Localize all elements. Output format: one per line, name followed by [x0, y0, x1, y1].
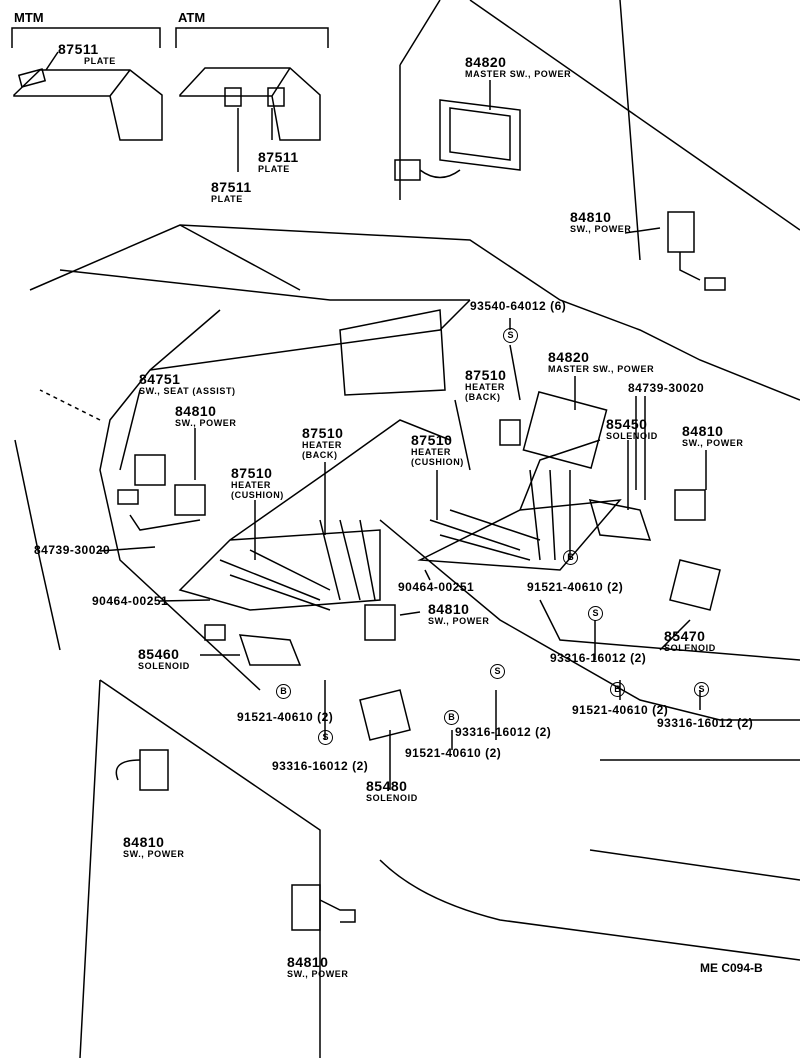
callout-91521-40610: 91521-40610 (2) [237, 710, 334, 724]
door-panel [79, 679, 321, 1058]
callout-84739-30020: 84739-30020 [34, 543, 111, 557]
diagram-code: ME C094-B [700, 961, 763, 975]
plate-atm-left [224, 87, 242, 107]
plate-mtm [17, 68, 47, 88]
master-switch-top [399, 0, 521, 200]
switch-84810-top [667, 211, 695, 253]
screw-symbol: S [503, 328, 518, 343]
switch-84810-left [174, 484, 206, 516]
body-left [14, 309, 261, 691]
seat-right [417, 439, 622, 571]
switch-84810-door [139, 749, 169, 791]
bolt-symbol: B [444, 710, 459, 725]
heater-right [429, 469, 571, 561]
solenoid-85460 [238, 634, 302, 666]
bolt-symbol: B [276, 684, 291, 699]
connector-top [394, 159, 461, 181]
solenoid-85480 [359, 689, 411, 741]
callout-93540-64012: 93540-64012 (6) [470, 299, 567, 313]
console-mtm [13, 69, 163, 141]
rear-window [149, 299, 471, 396]
plate-atm-right [267, 87, 285, 107]
callout-84739-30020: 84739-30020 [628, 381, 705, 395]
leader-lines [45, 51, 707, 790]
solenoid-85470 [669, 559, 721, 611]
callout-93316-16012: 93316-16012 (2) [657, 716, 754, 730]
body-right [379, 519, 800, 721]
callout-91521-40610: 91521-40610 (2) [405, 746, 502, 760]
solenoid-85450 [588, 499, 652, 541]
atm-bracket [175, 27, 329, 48]
heater-left [219, 519, 376, 611]
mtm-bracket [11, 27, 161, 48]
callout-93316-16012: 93316-16012 (2) [550, 651, 647, 665]
screw-symbol: S [318, 730, 333, 745]
callout-90464-00251: 90464-00251 [398, 580, 475, 594]
seat-left [178, 419, 451, 611]
callout-93316-16012: 93316-16012 (2) [455, 725, 552, 739]
switch-84810-bottom [291, 884, 321, 931]
callout-90464-00251: 90464-00251 [92, 594, 169, 608]
callout-93316-16012: 93316-16012 (2) [272, 759, 369, 773]
console-atm [179, 67, 321, 141]
screw-symbol: S [490, 664, 505, 679]
screw-symbol: S [694, 682, 709, 697]
master-switch-84820 [522, 391, 608, 469]
switch-84810-right [674, 489, 706, 521]
callout-91521-40610: 91521-40610 (2) [572, 703, 669, 717]
door-lines [469, 0, 800, 261]
bolt-symbol: B [610, 682, 625, 697]
switch-84810-center [364, 604, 396, 641]
bolt-symbol: B [563, 550, 578, 565]
section-mtm: MTM [14, 10, 44, 25]
callout-91521-40610: 91521-40610 (2) [527, 580, 624, 594]
section-atm: ATM [178, 10, 206, 25]
screw-symbol: S [588, 606, 603, 621]
switch-84751 [134, 454, 166, 486]
